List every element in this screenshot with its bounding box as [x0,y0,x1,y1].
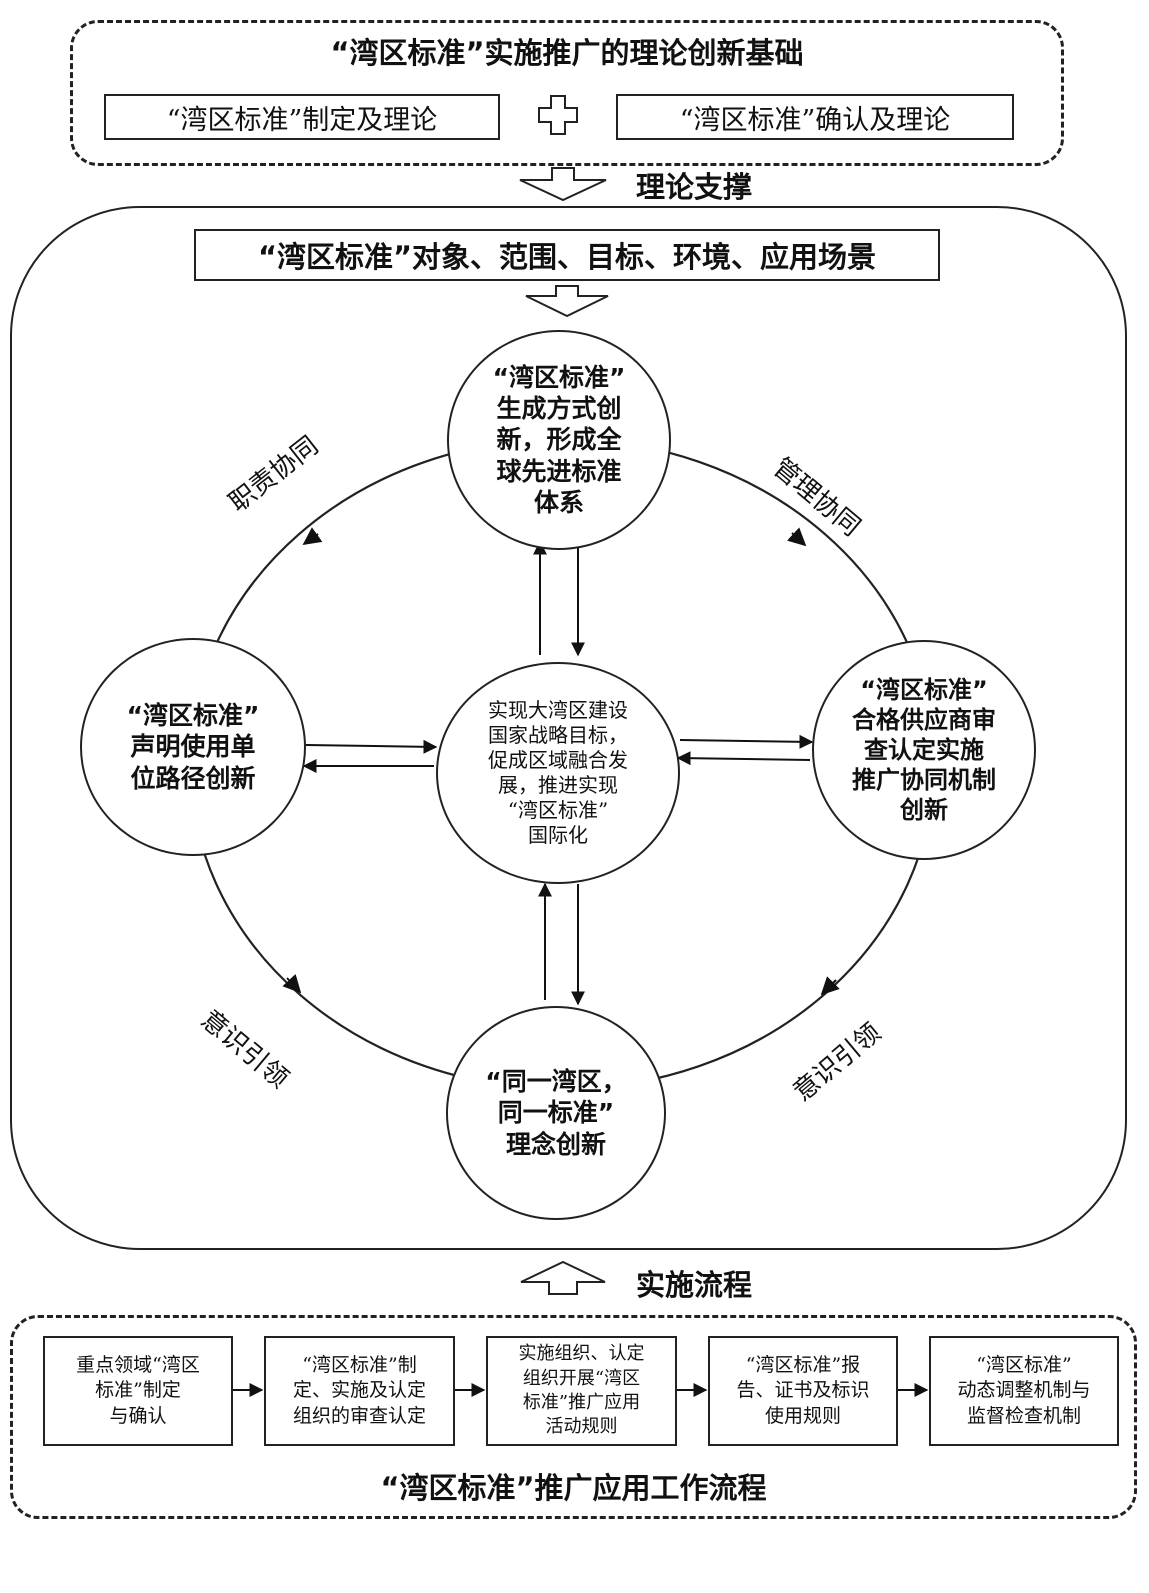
hollow-down-arrow-top [519,167,607,202]
workflow-step-3: 实施组织、认定组织开展“湾区标准”推广应用活动规则 [486,1336,677,1446]
theory-support-label: 理论支撑 [636,170,753,204]
workflow-step-1: 重点领域“湾区标准”制定与确认 [43,1336,233,1446]
workflow-group [10,1315,1137,1519]
scope-box: “湾区标准”对象、范围、目标、环境、应用场景 [194,229,940,281]
one-bay-one-standard-circle: “同一湾区， 同一标准” 理念创新 [446,1006,666,1220]
theory-foundation-group [70,20,1064,166]
hollow-up-arrow-bottom [520,1260,606,1295]
supplier-review-mechanism-circle: “湾区标准” 合格供应商审 查认定实施 推广协同机制 创新 [812,640,1036,860]
formulation-theory-box: “湾区标准”制定及理论 [104,94,500,140]
confirmation-theory-box: “湾区标准”确认及理论 [616,94,1014,140]
theory-foundation-title: “湾区标准”实施推广的理论创新基础 [330,36,804,70]
main-framework-frame [10,206,1127,1250]
hollow-down-arrow-scope [525,285,609,318]
implementation-process-label: 实施流程 [636,1268,753,1302]
workflow-step-5: “湾区标准”动态调整机制与监督检查机制 [929,1336,1119,1446]
workflow-step-4: “湾区标准”报告、证书及标识使用规则 [708,1336,898,1446]
declared-user-path-circle: “湾区标准” 声明使用单 位路径创新 [80,638,306,856]
workflow-title: “湾区标准”推广应用工作流程 [380,1471,767,1505]
generation-innovation-circle: “湾区标准” 生成方式创 新，形成全 球先进标准 体系 [447,330,671,550]
strategic-goal-circle: 实现大湾区建设 国家战略目标， 促成区域融合发 展，推进实现 “湾区标准” 国际… [436,662,680,884]
workflow-step-2: “湾区标准”制定、实施及认定组织的审查认定 [264,1336,455,1446]
